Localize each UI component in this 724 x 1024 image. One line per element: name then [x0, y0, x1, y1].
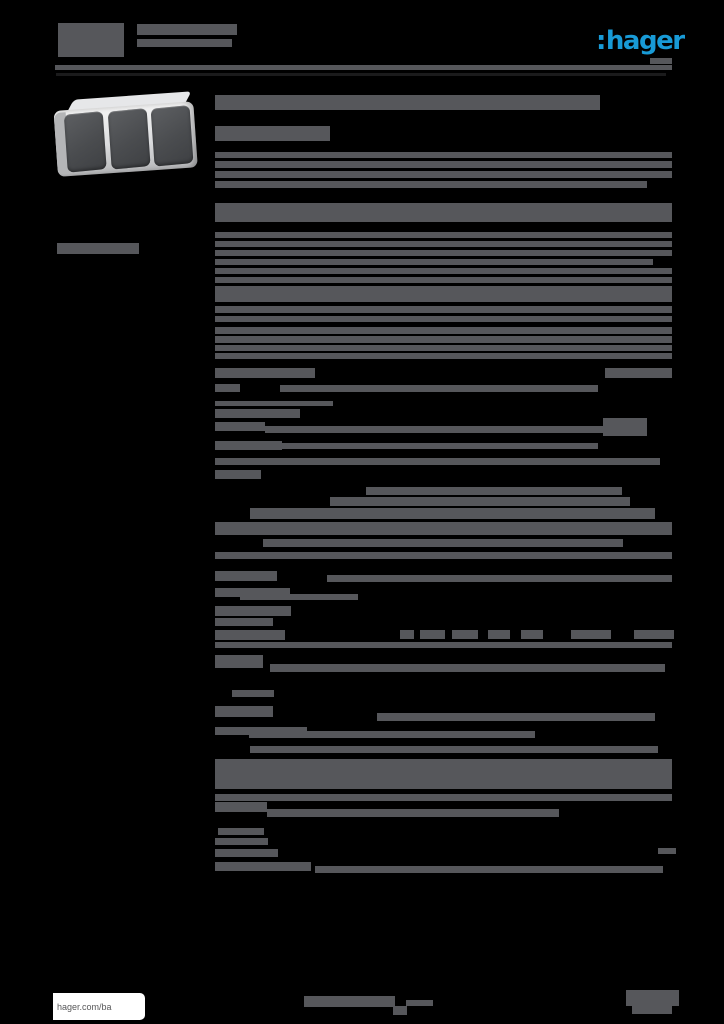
spec-label — [215, 368, 315, 378]
spec-label — [215, 862, 311, 871]
spec-label — [215, 384, 240, 392]
paragraph-line — [215, 306, 672, 313]
product-image — [53, 91, 200, 194]
paragraph-line — [215, 642, 672, 648]
paragraph-block — [215, 759, 672, 789]
paragraph-line — [215, 259, 653, 265]
spec-label — [215, 401, 333, 406]
value-cell — [400, 630, 414, 639]
spec-label — [215, 802, 267, 812]
header-fineprint-line — [56, 73, 666, 76]
product-image-flap-2 — [107, 108, 150, 170]
spec-line — [377, 713, 655, 721]
table-block — [215, 522, 672, 535]
spec-label — [215, 655, 263, 668]
spec-line — [240, 594, 358, 600]
spec-line — [249, 731, 535, 738]
paragraph-block — [215, 203, 672, 222]
paragraph-block — [215, 286, 672, 302]
spec-label — [215, 571, 277, 581]
spec-line — [280, 385, 598, 392]
table-line — [263, 539, 623, 547]
product-image-flap-3 — [150, 105, 194, 167]
paragraph-line — [215, 794, 672, 801]
spec-label — [215, 441, 282, 450]
spec-line — [282, 443, 598, 449]
table-line — [250, 508, 655, 519]
footer-right-block — [632, 1006, 672, 1014]
spec-label — [215, 838, 268, 845]
paragraph-line — [215, 327, 672, 334]
paragraph-line — [215, 336, 672, 343]
spec-label — [215, 422, 265, 431]
footer-center-tail — [393, 1006, 407, 1015]
value-cell — [634, 630, 674, 639]
value-cell — [452, 630, 478, 639]
footer-website-box: hager.com/ba — [53, 993, 145, 1020]
spec-label — [215, 618, 273, 626]
footer-center-dash — [406, 1000, 433, 1006]
product-image-flap-1 — [63, 111, 107, 173]
header-text-line — [137, 39, 232, 47]
paragraph-line — [215, 161, 672, 168]
footer-center-block — [304, 996, 395, 1007]
paragraph-line — [215, 268, 672, 274]
value-cell — [571, 630, 611, 639]
spec-label — [215, 588, 290, 597]
paragraph-line — [215, 171, 672, 178]
paragraph-line — [215, 345, 672, 351]
spec-line — [267, 809, 559, 817]
section-label — [215, 470, 261, 479]
paragraph-line — [215, 241, 672, 247]
spec-line — [265, 426, 610, 433]
table-line — [330, 497, 630, 506]
spec-value-box — [603, 418, 647, 436]
spec-value — [605, 368, 672, 378]
paragraph-line — [215, 316, 672, 322]
spec-label — [215, 706, 273, 717]
spec-label — [218, 828, 264, 835]
header-logo-block — [58, 23, 124, 57]
spec-line — [270, 664, 665, 672]
spec-label — [215, 409, 300, 418]
product-image-flaps — [63, 105, 194, 173]
logo-subtext-block — [650, 58, 672, 64]
paragraph-line — [215, 232, 672, 238]
product-image-body-group — [51, 89, 204, 199]
header-text-line — [137, 24, 237, 35]
spec-label — [215, 630, 285, 640]
value-cell — [420, 630, 445, 639]
spec-line — [250, 746, 658, 753]
logo-wordmark: hager — [605, 26, 685, 56]
value-cell — [521, 630, 543, 639]
paragraph-line — [215, 250, 672, 256]
table-line — [366, 487, 622, 495]
spec-line — [315, 866, 663, 873]
spec-line — [327, 575, 672, 582]
subheading-block — [215, 126, 330, 141]
title-block — [215, 95, 600, 110]
superscript-mark — [658, 848, 676, 854]
paragraph-line — [215, 152, 672, 158]
value-cell — [488, 630, 510, 639]
logo-colon: : — [596, 26, 606, 56]
header-rule — [55, 65, 672, 70]
section-label — [215, 606, 291, 616]
footer-website-link[interactable]: hager.com/ba — [57, 1001, 112, 1012]
footer-right-block — [626, 990, 679, 1006]
product-ref-block — [57, 243, 139, 254]
spec-label — [215, 849, 278, 857]
paragraph-line — [215, 277, 672, 283]
hager-logo: :hager — [596, 26, 685, 56]
paragraph-line — [215, 353, 672, 359]
spec-label — [232, 690, 274, 697]
table-line — [215, 552, 672, 559]
paragraph-line — [215, 181, 647, 188]
spec-line — [215, 458, 660, 465]
